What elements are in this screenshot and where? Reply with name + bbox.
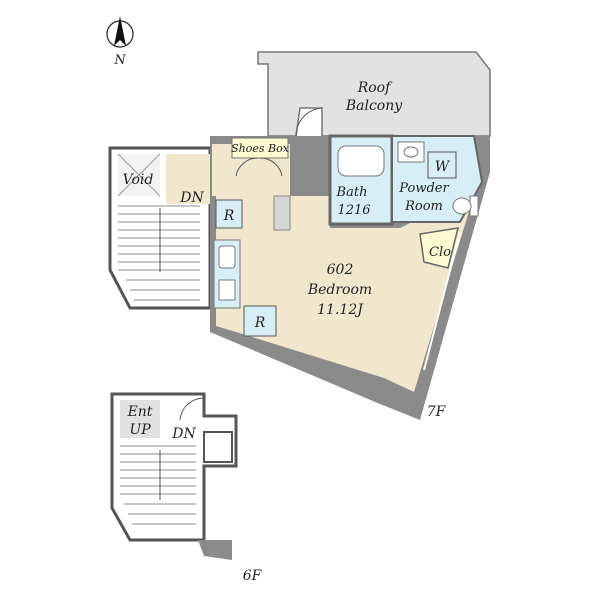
bedroom-number: 602: [327, 262, 354, 278]
shoes-box-label: Shoes Box: [231, 142, 290, 155]
bedroom-name: Bedroom: [307, 282, 372, 298]
closet-area: [419, 227, 460, 269]
powder-room-line2: Room: [404, 199, 443, 214]
kitchen-stove: [218, 279, 236, 301]
compass-label: N: [113, 53, 126, 68]
refrigerator-2-label: R: [254, 315, 266, 331]
kitchen-sink: [218, 245, 236, 269]
dn-6f-label: DN: [171, 426, 196, 442]
door-frame-6f: [203, 431, 233, 463]
dn-7f-label: DN: [179, 190, 204, 206]
entrance-door-swing: [179, 397, 205, 421]
washer-box: [427, 151, 457, 179]
compass: N: [106, 16, 134, 68]
bath-line1: Bath: [336, 185, 368, 200]
stairwell-7f: Void DN: [108, 146, 212, 310]
washer-label: W: [435, 159, 451, 175]
entrance-area: [120, 400, 160, 438]
washbasin-bowl: [403, 146, 419, 158]
hall-door-swing: [235, 157, 283, 177]
void-label: Void: [123, 172, 154, 188]
refrigerator-2-box: [243, 305, 277, 337]
powder-room-line1: Powder: [398, 181, 449, 196]
toilet-bowl: [452, 197, 472, 215]
compass-needle-icon: [114, 16, 126, 46]
bath-line2: 1216: [337, 203, 370, 218]
stair-treads-6f: [120, 445, 196, 525]
hall-partition: [273, 195, 291, 231]
dn-7f-landing: [166, 154, 210, 204]
roof-balcony-line1: Roof: [357, 80, 393, 96]
wall-6f-corner: [198, 540, 232, 560]
floor-label-7f: 7F: [427, 404, 447, 420]
washbasin: [397, 141, 425, 163]
entrance-line2: UP: [129, 422, 151, 438]
floor-label-6f: 6F: [243, 568, 263, 584]
window-right: [423, 231, 461, 371]
roof-balcony: Roof Balcony: [257, 51, 491, 137]
closet-label: Clo: [429, 245, 451, 260]
fridge-box: [215, 199, 243, 229]
entrance-line1: Ent: [127, 404, 153, 420]
bedroom-area: 11.12J: [317, 302, 364, 318]
void-cross-b: [117, 153, 161, 197]
bathtub: [337, 145, 385, 177]
stairwell-6f: Ent UP DN: [110, 392, 238, 560]
unit-7f: Shoes Box Bath 1216 W Powder Room Clo R …: [210, 134, 490, 420]
bedroom-floor: [216, 182, 478, 392]
fridge-label: R: [223, 208, 235, 224]
roof-balcony-area: [257, 51, 491, 137]
balcony-door-swing: [295, 107, 323, 137]
roof-balcony-line2: Balcony: [345, 98, 403, 114]
stair-treads-7f: [118, 205, 200, 301]
